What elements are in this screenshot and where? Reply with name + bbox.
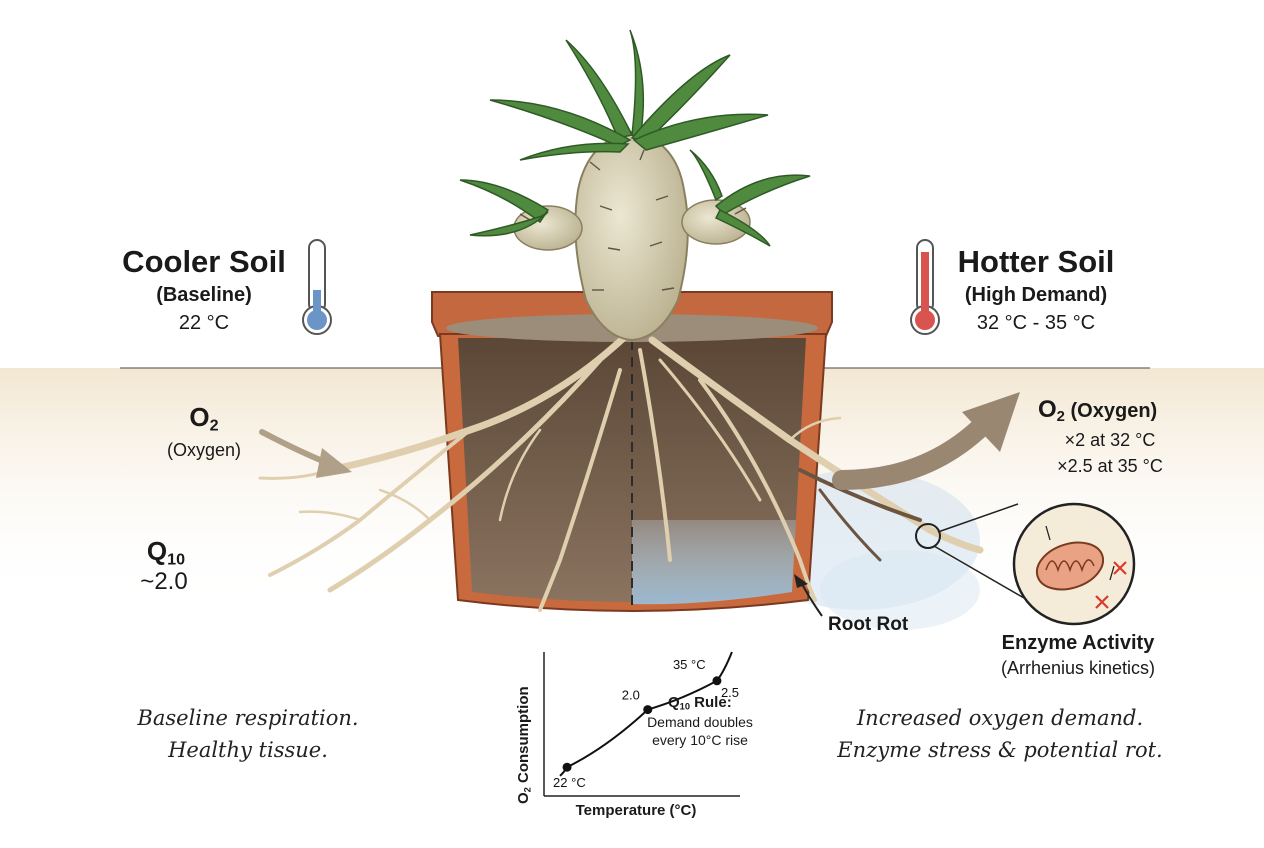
hotter-soil-title: Hotter Soil	[957, 244, 1115, 279]
chart-point-2	[712, 676, 722, 686]
left-o2-label: O2	[189, 402, 219, 435]
chart-point-label-0: 22 °C	[553, 775, 586, 790]
left-note-line2: Healthy tissue.	[168, 738, 328, 762]
cooler-soil-temperature: 22 °C	[178, 312, 230, 334]
enzyme-activity-title: Enzyme Activity	[1001, 632, 1155, 654]
q10-rule-title: Q10 Rule:	[668, 694, 732, 712]
q10-chart: 22 °C 2.0 2.5 35 °C	[543, 651, 740, 797]
cooler-soil-title: Cooler Soil	[122, 244, 286, 279]
root-system	[258, 326, 984, 612]
chart-x-axis-label: Temperature (°C)	[575, 802, 697, 819]
thermometer-hot-icon	[910, 239, 940, 335]
right-o2-line2: ×2.5 at 35 °C	[1057, 456, 1163, 476]
left-o2-desc: (Oxygen)	[166, 440, 242, 460]
chart-point-0	[562, 762, 572, 772]
q10-label: Q10	[146, 536, 186, 569]
right-o2-line1: ×2 at 32 °C	[1064, 430, 1156, 450]
left-note-line1: Baseline respiration.	[137, 706, 359, 730]
cooler-soil-subtitle: (Baseline)	[156, 284, 252, 306]
chart-point-label-1: 2.0	[622, 688, 640, 703]
root-rot-section	[798, 468, 922, 562]
q10-value: ~2.0	[140, 568, 188, 595]
root-rot-label: Root Rot	[828, 614, 909, 635]
enzyme-activity-desc: (Arrhenius kinetics)	[1000, 658, 1156, 678]
right-note-line2: Enzyme stress & potential rot.	[837, 738, 1163, 762]
left-note: Baseline respiration. Healthy tissue.	[137, 702, 358, 766]
caudex	[513, 130, 751, 342]
hotter-soil-temperature: 32 °C - 35 °C	[976, 312, 1096, 334]
chart-point-1	[643, 705, 653, 715]
root-rot-arrow-icon	[794, 574, 823, 617]
chart-point-top-label-2: 35 °C	[673, 657, 706, 672]
q10-rule-line2: every 10°C rise	[652, 732, 748, 748]
mitochondrion-icon	[1035, 525, 1127, 609]
leaf-rosette	[459, 29, 811, 247]
chart-point-label-2: 2.5	[721, 685, 739, 700]
hotter-soil-subtitle: (High Demand)	[964, 284, 1108, 306]
chart-y-axis-label: O2 Consumption	[515, 686, 533, 804]
right-note-line1: Increased oxygen demand.	[856, 706, 1144, 730]
oxygen-arrow-icon	[259, 429, 352, 478]
q10-rule-line1: Demand doubles	[647, 714, 753, 730]
right-note: Increased oxygen demand. Enzyme stress &…	[837, 702, 1162, 766]
thermometer-cool-icon	[302, 239, 332, 335]
oxygen-out-arrow-icon	[832, 392, 1020, 490]
right-o2-label: O2 (Oxygen)	[1038, 396, 1158, 426]
